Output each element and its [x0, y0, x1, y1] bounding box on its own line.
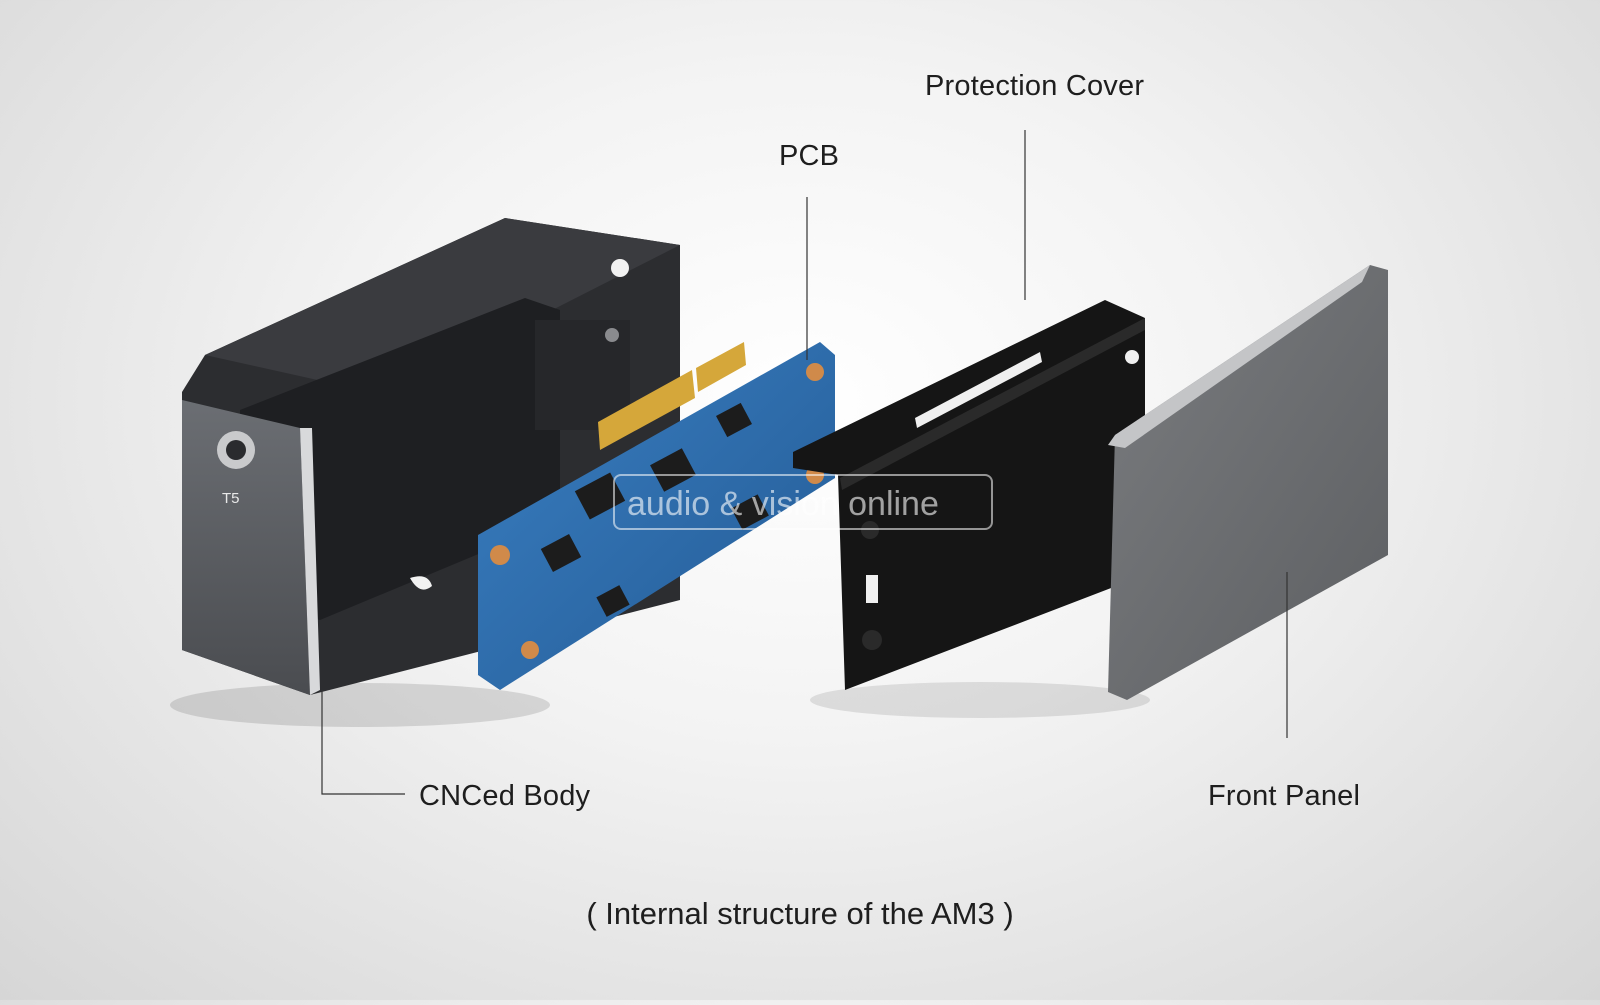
leader-line-cnced-body: [321, 690, 405, 795]
label-protection-cover: Protection Cover: [925, 70, 1145, 102]
label-cnced-body: CNCed Body: [419, 780, 591, 812]
cnced-body: T5: [182, 218, 680, 695]
pcb-connector: [598, 370, 695, 450]
caption: ( Internal structure of the AM3 ): [586, 896, 1014, 931]
front-panel: [1108, 265, 1388, 700]
cover-shadow: [810, 682, 1150, 718]
body-shadow: [170, 683, 550, 727]
label-front-panel: Front Panel: [1208, 780, 1361, 812]
body-marking: T5: [222, 490, 240, 507]
label-pcb: PCB: [779, 140, 840, 172]
protection-cover: [793, 300, 1145, 690]
watermark: audio & vision online: [613, 474, 993, 530]
